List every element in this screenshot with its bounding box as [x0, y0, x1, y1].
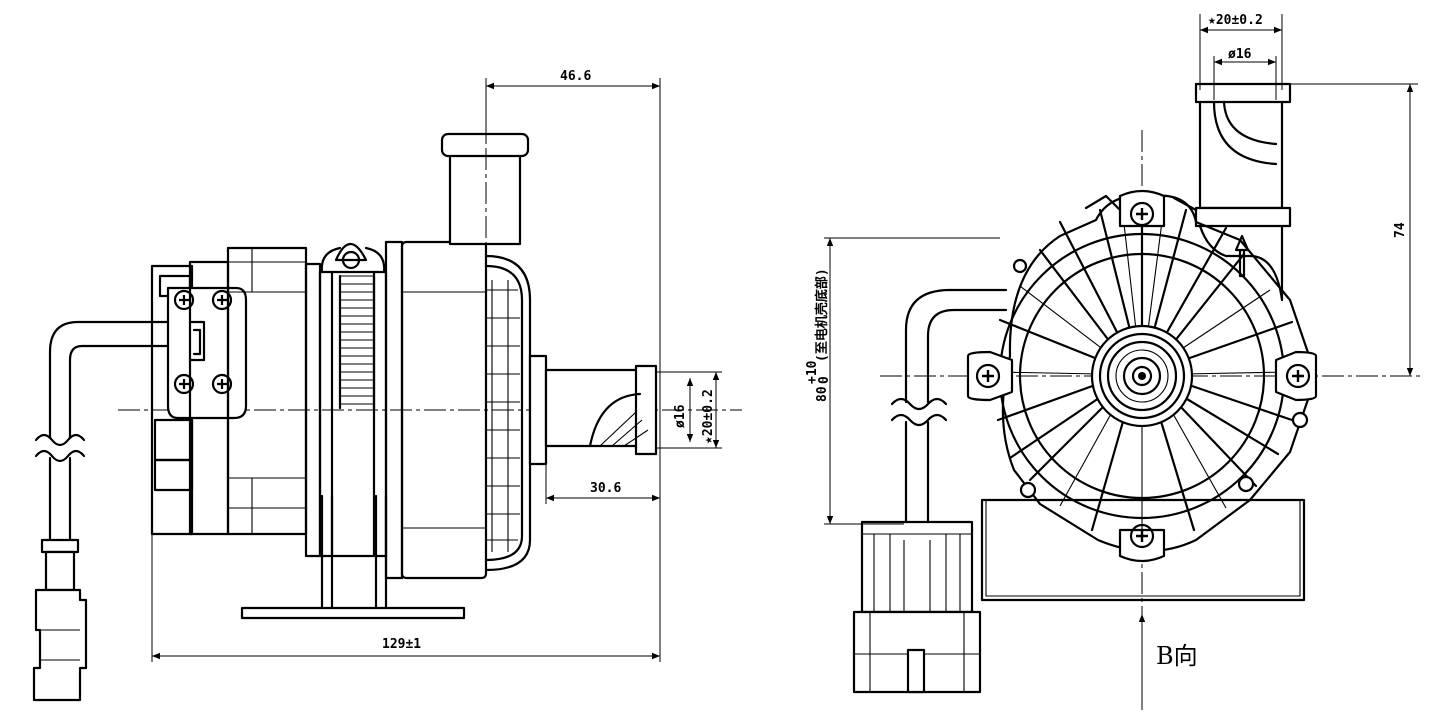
dim-80-note: (至电机壳底部) [814, 268, 830, 362]
dim-80-tol-lower: 0 [817, 376, 832, 384]
side-dimensions: 46.6 30.6 129±1 ø16 ★20±0.2 [151, 69, 722, 662]
side-inlet-pipe [440, 80, 530, 250]
side-pump-housing [384, 240, 532, 580]
front-view: ★20±0.2 ø16 74 80 +10 0 (至电机壳底部) B向 [805, 13, 1420, 710]
dim-dia16-front: ø16 [1228, 47, 1252, 62]
side-outlet-pipe [528, 354, 658, 466]
side-view: 46.6 30.6 129±1 ø16 ★20±0.2 [32, 69, 742, 702]
dim-30-6: 30.6 [590, 481, 621, 496]
side-spring [338, 274, 376, 410]
dim-129: 129±1 [382, 637, 421, 652]
view-direction-label: B向 [1156, 642, 1198, 670]
side-base [240, 494, 466, 620]
front-pump-body [966, 189, 1318, 563]
front-cable [852, 288, 1008, 694]
dim-80-tol-upper: +10 [805, 360, 820, 384]
front-inlet-pipe [1194, 82, 1292, 302]
side-cable [32, 320, 190, 702]
dim-80: 80 [815, 386, 830, 402]
side-motor-back [150, 264, 248, 536]
front-dimensions: ★20±0.2 ø16 74 80 +10 0 (至电机壳底部) B向 [805, 13, 1418, 708]
dim-dia20-front: ★20±0.2 [1208, 13, 1263, 28]
dim-dia20-side: ★20±0.2 [701, 389, 716, 444]
dim-dia16-side: ø16 [673, 404, 688, 428]
dim-46-6: 46.6 [560, 69, 591, 84]
front-base [980, 498, 1306, 602]
dim-74: 74 [1393, 222, 1408, 238]
